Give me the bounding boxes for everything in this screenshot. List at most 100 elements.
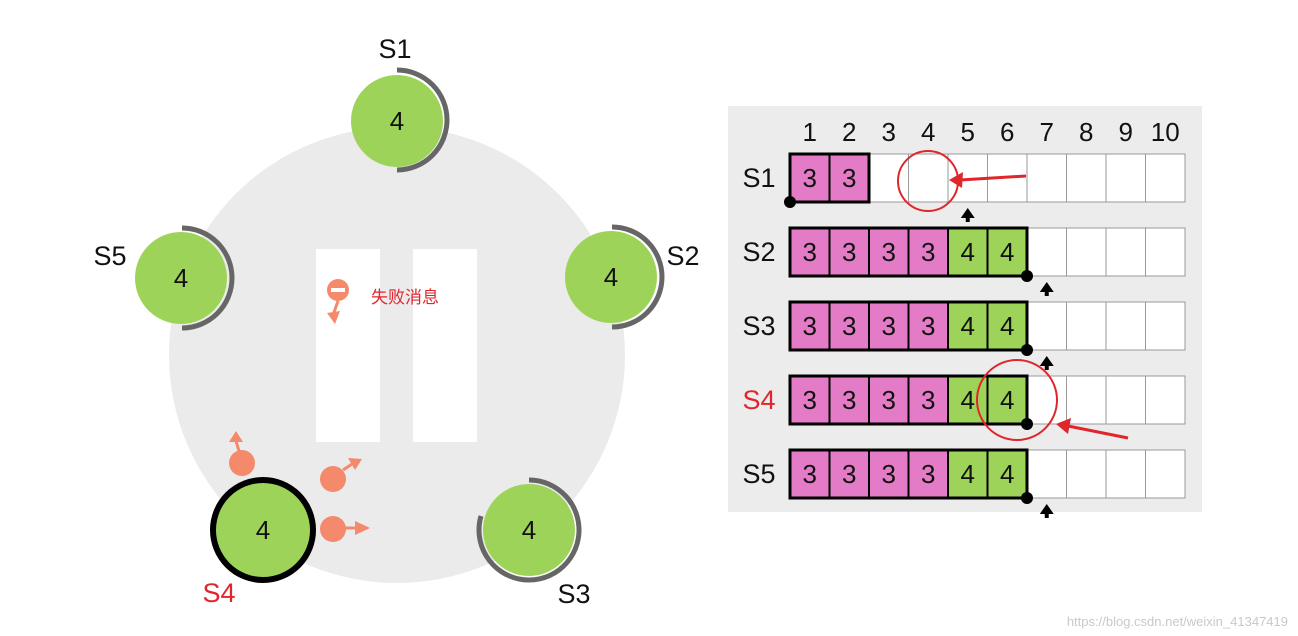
outgoing-messages	[229, 431, 370, 542]
log-entry	[828, 301, 870, 351]
server-s4-term: 4	[256, 515, 270, 545]
commit-index-dot	[784, 196, 796, 208]
next-index-arrow-icon	[1039, 356, 1054, 366]
log-entry-term: 3	[842, 311, 856, 341]
server-s2-node	[565, 231, 657, 323]
log-entry	[789, 301, 831, 351]
log-slot	[1105, 449, 1146, 499]
log-slot	[1066, 301, 1107, 351]
log-entry-term: 3	[803, 163, 817, 193]
log-entry-term: 4	[961, 385, 975, 415]
log-entry-term: 3	[842, 163, 856, 193]
pause-bar-left	[316, 249, 380, 442]
log-index-header: 8	[1079, 117, 1093, 147]
server-s1-timer-ring	[396, 67, 450, 173]
failure-message: 失败消息	[327, 279, 439, 324]
server-s4-label: S4	[202, 578, 235, 608]
server-s5-term: 4	[174, 263, 188, 293]
next-index-arrow-icon	[960, 208, 975, 218]
log-index-header: 4	[921, 117, 935, 147]
server-s2-label: S2	[666, 241, 699, 271]
log-entry-term: 4	[961, 459, 975, 489]
s4-extra-entry-annotation	[976, 359, 1129, 441]
log-entry-term: 3	[803, 385, 817, 415]
log-index-header: 1	[803, 117, 817, 147]
server-s4: 4 S4	[202, 477, 316, 608]
next-index-arrow-stem	[1044, 365, 1049, 370]
log-slot	[1145, 375, 1186, 425]
log-entries-outline	[788, 152, 871, 204]
pause-bar-right	[413, 249, 477, 442]
log-slot	[1066, 153, 1107, 203]
log-entry-term: 4	[961, 311, 975, 341]
next-index-arrow-stem	[1044, 291, 1049, 296]
log-entry	[907, 227, 949, 277]
server-s5-timer-ring	[181, 225, 235, 331]
log-entry-term: 3	[921, 311, 935, 341]
next-index-arrow-icon	[1039, 282, 1054, 292]
s4-extra-entry-circle	[976, 359, 1058, 441]
next-index-arrow-stem	[1044, 513, 1049, 518]
commit-index-dot	[1021, 270, 1033, 282]
log-entry-term: 3	[842, 237, 856, 267]
server-s3-timer-ring	[476, 477, 582, 583]
log-index-header: 3	[882, 117, 896, 147]
log-slot	[1105, 227, 1146, 277]
log-slot	[868, 153, 909, 203]
log-entries-outline	[788, 448, 1029, 500]
server-s3-term: 4	[522, 515, 536, 545]
server-s1: 4 S1	[351, 34, 450, 173]
log-slot	[1105, 301, 1146, 351]
log-row-label: S5	[742, 459, 775, 489]
server-s2: 4 S2	[565, 224, 700, 330]
server-s3-label: S3	[557, 579, 590, 609]
s1-missing-entry-annotation	[897, 150, 1027, 212]
watermark: https://blog.csdn.net/weixin_41347419	[1067, 614, 1288, 629]
log-row-label: S3	[742, 311, 775, 341]
log-entry-term: 3	[882, 237, 896, 267]
failure-message-label: 失败消息	[371, 288, 439, 307]
log-index-header: 2	[842, 117, 856, 147]
log-slot	[1026, 301, 1067, 351]
log-slot	[1026, 449, 1067, 499]
log-entry-term: 3	[842, 385, 856, 415]
log-slot	[1145, 449, 1186, 499]
log-entry-term: 4	[1000, 237, 1014, 267]
log-slot	[1026, 227, 1067, 277]
server-s5-label: S5	[93, 241, 126, 271]
server-s4-leader-ring	[210, 477, 316, 583]
log-index-header: 5	[961, 117, 975, 147]
log-slot	[908, 153, 949, 203]
log-entries-outline	[788, 300, 1029, 352]
log-slot	[1145, 153, 1186, 203]
log-entry-term: 4	[1000, 385, 1014, 415]
log-row-label: S1	[742, 163, 775, 193]
commit-index-dot	[1021, 344, 1033, 356]
cluster-panel: 失败消息 4 S1	[93, 34, 699, 609]
log-entry-term: 3	[921, 385, 935, 415]
log-entries-outline	[788, 226, 1029, 278]
server-s1-label: S1	[378, 34, 411, 64]
log-row-label: S4	[742, 385, 775, 415]
log-entry-term: 4	[1000, 459, 1014, 489]
log-entry-term: 4	[1000, 311, 1014, 341]
commit-index-dot	[1021, 492, 1033, 504]
log-entry	[986, 449, 1028, 499]
server-s1-term: 4	[390, 106, 404, 136]
log-entry-term: 3	[921, 459, 935, 489]
log-slot	[1145, 301, 1186, 351]
server-s2-timer-ring	[611, 224, 665, 330]
log-entry-term: 3	[921, 237, 935, 267]
log-index-header: 6	[1000, 117, 1014, 147]
commit-index-dot	[1021, 418, 1033, 430]
server-s1-node	[351, 75, 443, 167]
log-row-label: S2	[742, 237, 775, 267]
server-s5-node	[135, 232, 227, 324]
log-index-header: 7	[1040, 117, 1054, 147]
message-dot-diagonal	[320, 458, 362, 492]
